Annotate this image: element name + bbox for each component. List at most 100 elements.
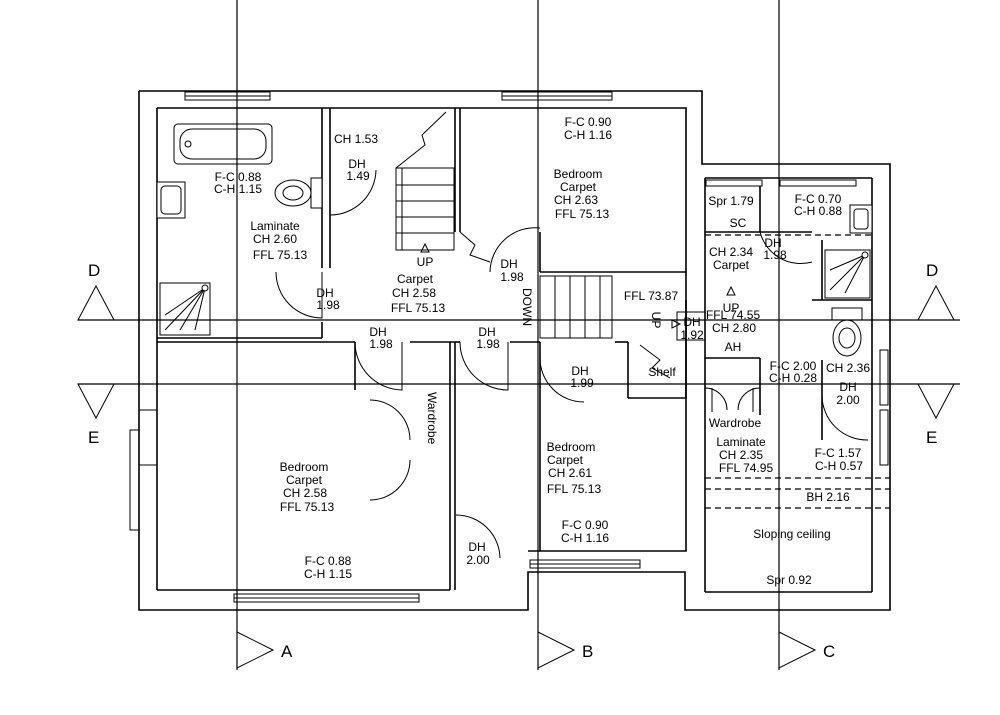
right-bottom-ffl: FFL 74.95	[719, 461, 774, 475]
bedroom-top-fc: F-C 0.90	[565, 115, 612, 129]
stairs	[395, 111, 706, 379]
bedroom-left-ffl: FFL 75.13	[280, 500, 335, 514]
landing-dh-left-value: 1.98	[316, 298, 340, 312]
bedroom-mid-dh-top-value: 1.99	[570, 376, 594, 390]
bathroom-ch: C-H 1.15	[214, 182, 262, 196]
bathroom-fc: F-C 0.88	[215, 170, 262, 184]
section-label-c: C	[823, 642, 835, 661]
room-bedroom-top: F-C 0.90 C-H 1.16 Bedroom Carpet CH 2.63…	[554, 115, 613, 221]
section-label-e-right: E	[926, 428, 937, 447]
right-bottom-bh: BH 2.16	[806, 490, 850, 504]
right-bottom-fc: F-C 1.57	[815, 446, 862, 460]
bedroom-mid-dh-side-label: DH	[468, 540, 485, 554]
right-top-dh-value: 1.98	[763, 248, 787, 262]
shower-dh-value: 2.00	[836, 393, 860, 407]
windows	[184, 91, 889, 603]
bedroom-mid-ffl: FFL 75.13	[547, 482, 602, 496]
landing-dh-right-value: 1.98	[500, 270, 524, 284]
half-landing-dh-value: 1.92	[680, 328, 704, 342]
right-bottom-floor: Laminate	[716, 435, 766, 449]
room-bathroom: F-C 0.88 C-H 1.15 Laminate CH 2.60 FFL 7…	[214, 170, 307, 262]
right-bottom-spr: Spr 0.92	[766, 573, 812, 587]
right-bottom-height: CH 2.35	[719, 448, 763, 462]
bedroom-left-floor: Carpet	[286, 473, 323, 487]
room-bedroom-left: DH 1.98 DH 1.98 Wardrobe Bedroom Carpet …	[280, 325, 500, 581]
bedroom-top-floor: Carpet	[560, 180, 597, 194]
half-landing-shelf: Shelf	[648, 365, 676, 379]
bedroom-left-dh2-label: DH	[478, 325, 495, 339]
bedroom-left-dh2-value: 1.98	[476, 337, 500, 351]
bedroom-top-ch: C-H 1.16	[564, 128, 612, 142]
bedroom-left-wardrobe: Wardrobe	[425, 392, 439, 445]
bedroom-top-ffl: FFL 75.13	[555, 207, 610, 221]
right-top-ch: C-H 0.88	[794, 204, 842, 218]
landing-floor: Carpet	[397, 272, 434, 286]
section-marker-c: C	[778, 631, 835, 669]
room-bedroom-mid: DH 1.99 Bedroom Carpet CH 2.61 FFL 75.13…	[466, 364, 609, 567]
right-top-dh-label: DH	[764, 236, 781, 250]
right-top-sc: SC	[730, 216, 747, 230]
bedroom-left-dh1-label: DH	[369, 325, 386, 339]
bathroom-height: CH 2.60	[253, 232, 297, 246]
bedroom-mid-floor: Carpet	[547, 453, 584, 467]
landing-ffl: FFL 75.13	[391, 301, 446, 315]
bedroom-mid-dh-top-label: DH	[571, 364, 588, 378]
shower-fc: F-C 2.00	[770, 359, 817, 373]
section-label-b: B	[582, 642, 593, 661]
landing-up: UP	[417, 255, 434, 269]
room-shower: F-C 2.00 C-H 0.28 CH 2.36 DH 2.00	[769, 359, 870, 407]
bedroom-left-fc: F-C 0.88	[305, 554, 352, 568]
doors	[275, 169, 869, 559]
landing-dh-right-label: DH	[500, 257, 517, 271]
right-bottom-wardrobe: Wardrobe	[709, 416, 762, 430]
right-bottom-sloping: Sloping ceiling	[753, 527, 830, 541]
bedroom-mid-name: Bedroom	[547, 440, 596, 454]
room-right-bottom: Wardrobe Laminate CH 2.35 FFL 74.95 F-C …	[709, 388, 863, 587]
shower-dh-label: DH	[839, 380, 856, 394]
bedroom-mid-fc: F-C 0.90	[562, 518, 609, 532]
fixtures	[156, 123, 873, 357]
half-landing-ch: CH 2.80	[712, 321, 756, 335]
bedroom-top-name: Bedroom	[554, 167, 603, 181]
half-landing-ah: AH	[725, 340, 742, 354]
bedroom-mid-dh-side-value: 2.00	[466, 553, 490, 567]
interior-walls	[157, 108, 872, 590]
half-landing-ffl: FFL 73.87	[624, 289, 679, 303]
stair-ch: CH 1.53	[334, 132, 378, 146]
bedroom-mid-ch: C-H 1.16	[561, 531, 609, 545]
right-top-spr: Spr 1.79	[708, 194, 754, 208]
landing-down: DOWN	[520, 288, 534, 326]
right-top-floor: Carpet	[713, 258, 750, 272]
stair-dh-value: 1.49	[346, 169, 370, 183]
bedroom-left-dh1-value: 1.98	[369, 337, 393, 351]
room-landing: CH 1.53 DH 1.49 UP Carpet CH 2.58 FFL 75…	[316, 132, 534, 326]
section-lines	[78, 0, 960, 670]
half-landing-ffl-2: FFL 74.55	[706, 308, 761, 322]
half-landing-dh-label: DH	[683, 315, 700, 329]
bedroom-top-height: CH 2.63	[554, 193, 598, 207]
section-label-d-right: D	[926, 261, 938, 280]
bedroom-mid-height: CH 2.61	[548, 466, 592, 480]
half-landing-up-1: UP	[649, 312, 663, 329]
shower-ch: C-H 0.28	[769, 371, 817, 385]
room-right-top: Spr 1.79 SC F-C 0.70 C-H 0.88 CH 2.34 Ca…	[708, 192, 842, 272]
right-top-height: CH 2.34	[709, 245, 753, 259]
bedroom-left-name: Bedroom	[280, 460, 329, 474]
shower-height: CH 2.36	[826, 361, 870, 375]
room-half-landing: FFL 73.87 UP DH 1.92 UP FFL 74.55 CH 2.8…	[624, 285, 761, 379]
right-bottom-ch: C-H 0.57	[815, 459, 863, 473]
section-label-a: A	[281, 642, 293, 661]
section-label-d-left: D	[88, 261, 100, 280]
dashed-lines	[705, 234, 890, 509]
section-label-e-left: E	[88, 428, 99, 447]
bathroom-floor: Laminate	[250, 219, 300, 233]
section-marker-d: D D	[77, 261, 955, 321]
bedroom-left-ch: C-H 1.15	[304, 567, 352, 581]
landing-height: CH 2.58	[392, 286, 436, 300]
bedroom-left-height: CH 2.58	[283, 486, 327, 500]
section-marker-e: E E	[77, 383, 955, 447]
section-marker-b: B	[537, 631, 593, 669]
landing-dh-left-label: DH	[316, 286, 333, 300]
bathroom-ffl: FFL 75.13	[253, 248, 308, 262]
